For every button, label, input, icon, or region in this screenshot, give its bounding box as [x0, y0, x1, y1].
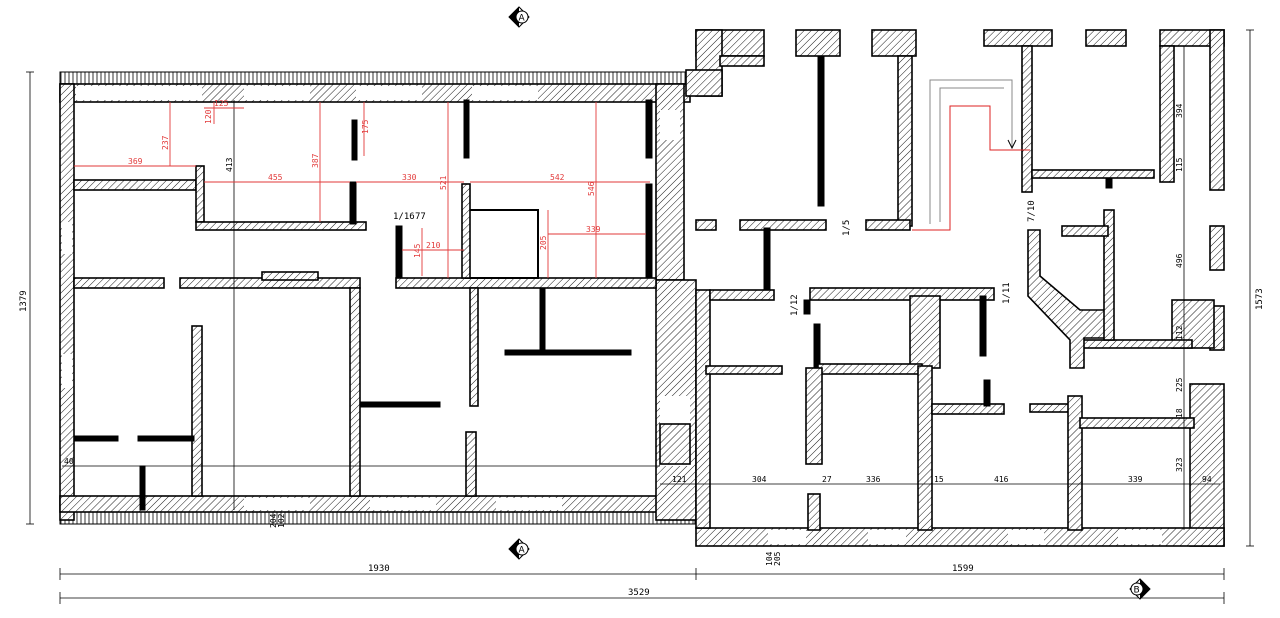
left-outer-wall — [59, 83, 75, 521]
dim-304: 304 — [752, 475, 767, 484]
rdim-542: 542 — [550, 173, 565, 182]
dim-total-width: 3529 — [628, 588, 650, 598]
dim-496: 496 — [1175, 253, 1184, 268]
rdim-237: 237 — [161, 135, 170, 150]
room-label-7-10: 7/10 — [1027, 200, 1037, 222]
dim-112: 112 — [1175, 325, 1184, 340]
dim-225: 225 — [1175, 377, 1184, 392]
dim-40: 40 — [64, 457, 74, 466]
dim-18: 18 — [1175, 408, 1184, 418]
svg-text:A: A — [519, 14, 526, 24]
room-label-77: 77 — [415, 212, 426, 222]
rdim-120: 120 — [204, 109, 213, 124]
dim-121: 121 — [672, 475, 687, 484]
left-wing-bottom-border — [59, 511, 696, 525]
rdim-339: 339 — [586, 225, 601, 234]
dim-27: 27 — [822, 475, 832, 484]
dim-336: 336 — [866, 475, 881, 484]
rdim-210: 210 — [426, 241, 441, 250]
svg-text:B: B — [1134, 586, 1140, 596]
dim-right-width: 1599 — [952, 564, 974, 574]
rdim-125: 125 — [214, 99, 229, 108]
rdim-521: 521 — [439, 175, 448, 190]
rdim-455: 455 — [268, 173, 283, 182]
middle-corridor-wall — [73, 277, 165, 289]
dim-416: 416 — [994, 475, 1009, 484]
dim-opening-204: 204 — [269, 513, 278, 528]
dim-94: 94 — [1202, 475, 1212, 484]
corridor-upper-wall — [73, 179, 197, 191]
dim-opening-104: 104 — [765, 551, 774, 566]
dim-394: 394 — [1175, 103, 1184, 118]
dim-opening-102: 102 — [277, 513, 286, 528]
left-wing-top-border — [59, 71, 691, 85]
diagonal-stair-wall — [1027, 229, 1107, 369]
stair-path — [912, 79, 1030, 231]
section-marker-top: A — [508, 6, 530, 28]
lower-room-wall — [191, 325, 203, 497]
dim-right-height: 1573 — [1255, 288, 1265, 310]
dim-413: 413 — [225, 157, 234, 172]
rdim-330: 330 — [402, 173, 417, 182]
left-wing-walls — [59, 71, 697, 525]
rdim-175: 175 — [361, 119, 370, 134]
overall-dimensions — [26, 29, 1254, 604]
dim-323: 323 — [1175, 457, 1184, 472]
dim-15: 15 — [934, 475, 944, 484]
room-label-1-11: 1/11 — [1002, 282, 1012, 304]
dim-left-width: 1930 — [368, 564, 390, 574]
dim-left-height: 1379 — [19, 290, 29, 312]
right-bottom-wall — [695, 527, 1225, 547]
svg-text:A: A — [519, 546, 526, 556]
rdim-145: 145 — [413, 243, 422, 258]
dim-opening-205: 205 — [773, 551, 782, 566]
rdim-205: 205 — [539, 235, 548, 250]
section-marker-bottom: A — [508, 538, 530, 560]
dim-339: 339 — [1128, 475, 1143, 484]
rdim-546: 546 — [587, 181, 596, 196]
room-label-1-5: 1/5 — [842, 220, 852, 236]
dim-115: 115 — [1175, 157, 1184, 172]
rdim-387: 387 — [311, 153, 320, 168]
room-label-1-16: 1/16 — [393, 212, 415, 222]
rdim-369: 369 — [128, 157, 143, 166]
right-outer-wall — [1209, 29, 1225, 191]
red-dimension-lines — [74, 102, 650, 278]
room-label-1-12: 1/12 — [790, 294, 800, 316]
section-marker-right: B — [1129, 578, 1151, 600]
right-wing-walls — [685, 29, 1225, 547]
